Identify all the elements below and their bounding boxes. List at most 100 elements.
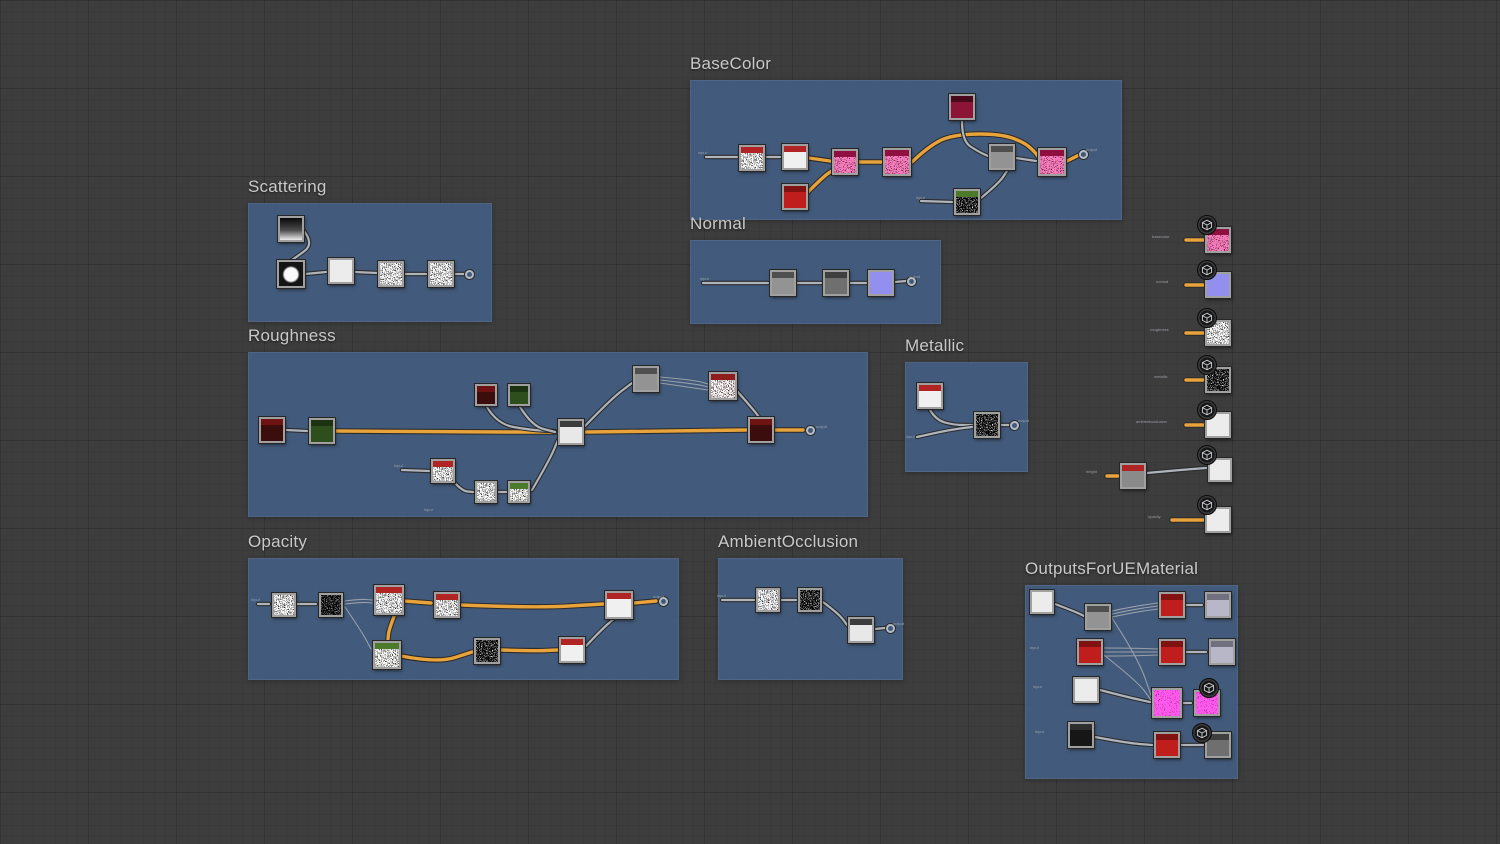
node-gray-red[interactable] <box>1120 463 1146 489</box>
node-darkred[interactable] <box>259 417 285 443</box>
node-thumbnail <box>561 645 583 661</box>
noise-texture <box>741 153 763 169</box>
node-white[interactable] <box>1030 590 1054 614</box>
frame-title-outputs: OutputsForUEMaterial <box>1025 559 1199 578</box>
output-connector[interactable] <box>1079 150 1088 159</box>
node-white-red[interactable] <box>917 383 943 409</box>
node-purple[interactable] <box>868 270 894 296</box>
node-white-noise[interactable] <box>798 588 822 612</box>
node-gray2[interactable] <box>823 270 849 296</box>
node-gray2[interactable] <box>1205 732 1231 758</box>
noise-texture <box>380 263 402 285</box>
node-dark[interactable] <box>1068 722 1094 748</box>
node-header <box>1122 465 1144 471</box>
node-noise-red[interactable] <box>374 585 404 615</box>
node-white-noise[interactable] <box>1205 367 1231 393</box>
node-white[interactable] <box>1205 412 1231 438</box>
frame-metallic[interactable] <box>905 362 1028 472</box>
node-pink-noise[interactable] <box>1038 148 1066 176</box>
node-header <box>741 147 763 153</box>
node-thumbnail <box>1211 647 1233 663</box>
node-white-noise[interactable] <box>474 638 500 664</box>
node-thumbnail <box>1207 600 1229 616</box>
node-noise-green[interactable] <box>373 641 401 669</box>
port-label: input <box>1033 684 1042 689</box>
node-thumbnail <box>607 599 631 617</box>
node-darkred[interactable] <box>748 417 774 443</box>
node-thumbnail <box>1070 730 1092 746</box>
frame-title-metallic: Metallic <box>905 336 965 355</box>
node-shape[interactable] <box>277 260 305 288</box>
port-label: input <box>1035 729 1044 734</box>
node-noise[interactable] <box>475 481 497 503</box>
noise-texture <box>758 590 778 610</box>
node-white-dark[interactable] <box>558 419 584 445</box>
node-red[interactable] <box>782 184 808 210</box>
node-thumbnail <box>330 260 352 282</box>
node-thumbnail <box>376 593 402 613</box>
node-red[interactable] <box>1159 592 1185 618</box>
node-red-noise[interactable] <box>709 372 737 400</box>
cube-glyph <box>1201 264 1213 276</box>
node-noise-green[interactable] <box>508 481 530 503</box>
node-header <box>375 643 399 649</box>
node-gray[interactable] <box>770 270 796 296</box>
node-white-red[interactable] <box>559 637 585 663</box>
node-gray[interactable] <box>1085 604 1111 630</box>
node-thumbnail <box>1207 274 1229 296</box>
output-connector[interactable] <box>1010 421 1019 430</box>
output-connector[interactable] <box>907 277 916 286</box>
node-noise[interactable] <box>1205 320 1231 346</box>
node-noise[interactable] <box>272 593 296 617</box>
node-thumbnail <box>274 595 294 615</box>
node-pink-noise[interactable] <box>832 149 858 175</box>
node-thumbnail <box>1210 460 1230 480</box>
node-white-noise-green[interactable] <box>954 189 980 215</box>
node-magenta-noise[interactable] <box>1152 688 1182 718</box>
node-white-red[interactable] <box>782 144 808 170</box>
node-darkred[interactable] <box>475 384 497 406</box>
node-pink-noise[interactable] <box>883 148 911 176</box>
node-noise-red[interactable] <box>434 592 460 618</box>
noise-texture <box>1040 156 1064 174</box>
node-noise[interactable] <box>378 261 404 287</box>
frame-title-roughness: Roughness <box>248 326 336 345</box>
node-lavender[interactable] <box>1209 639 1235 665</box>
cube-glyph <box>1201 499 1213 511</box>
frame-opacity[interactable] <box>248 558 679 680</box>
node-white-dark[interactable] <box>848 617 874 643</box>
node-greendark[interactable] <box>309 418 335 444</box>
node-red[interactable] <box>1077 639 1103 665</box>
node-white-noise[interactable] <box>974 412 1000 438</box>
node-white[interactable] <box>1073 677 1099 703</box>
node-gray[interactable] <box>633 366 659 392</box>
node-white-red[interactable] <box>605 591 633 619</box>
port-label: input <box>251 597 260 602</box>
node-lavender[interactable] <box>1205 592 1231 618</box>
output-connector[interactable] <box>886 624 895 633</box>
cube-glyph <box>1201 312 1213 324</box>
node-noise[interactable] <box>428 261 454 287</box>
node-thumbnail <box>870 272 892 294</box>
node-red[interactable] <box>1154 732 1180 758</box>
node-white[interactable] <box>328 258 354 284</box>
output-connector[interactable] <box>806 426 815 435</box>
output-connector[interactable] <box>465 270 474 279</box>
node-red[interactable] <box>1159 639 1185 665</box>
node-noise[interactable] <box>756 588 780 612</box>
node-noise-red[interactable] <box>431 459 455 483</box>
frame-title-opacity: Opacity <box>248 532 308 551</box>
node-pink-noise[interactable] <box>1205 227 1231 253</box>
output-connector[interactable] <box>659 597 668 606</box>
node-gray[interactable] <box>989 144 1015 170</box>
frame-ambientocclusion[interactable] <box>718 558 903 680</box>
node-gray-noise[interactable] <box>319 593 343 617</box>
node-thumbnail <box>311 426 333 442</box>
node-gradient[interactable] <box>278 216 304 242</box>
node-white[interactable] <box>1208 458 1232 482</box>
node-greendark[interactable] <box>508 384 530 406</box>
frame-normal[interactable] <box>690 240 941 324</box>
node-noise-red[interactable] <box>739 145 765 171</box>
node-maroon[interactable] <box>949 94 975 120</box>
